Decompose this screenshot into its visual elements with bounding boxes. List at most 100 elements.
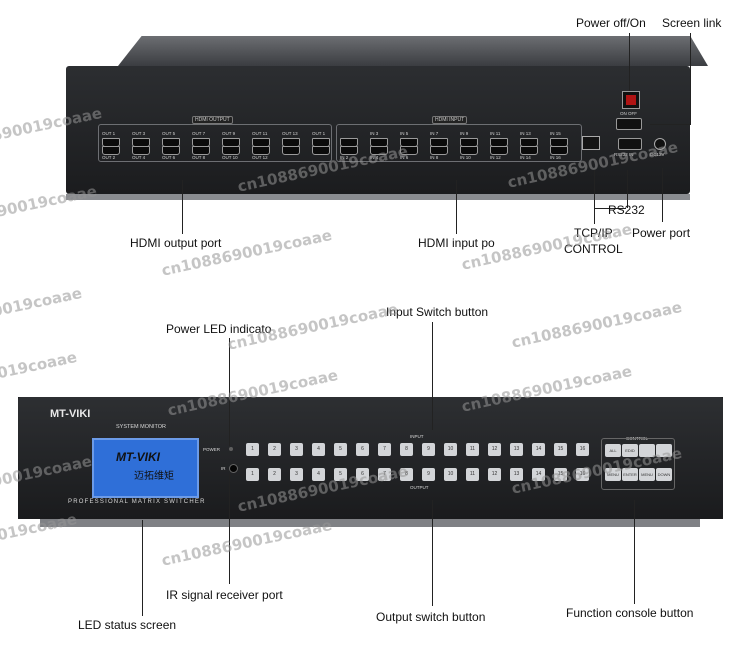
output-button[interactable]: 16 — [576, 468, 589, 481]
control-button[interactable] — [639, 444, 655, 457]
input-button[interactable]: 9 — [422, 443, 435, 456]
output-button[interactable]: 6 — [356, 468, 369, 481]
input-button[interactable]: 13 — [510, 443, 523, 456]
hdmi-output-port[interactable] — [102, 146, 120, 155]
hdmi-input-port[interactable] — [550, 146, 568, 155]
hdmi-output-label-bottom: OUT 12 — [252, 155, 268, 160]
control-button[interactable] — [656, 444, 672, 457]
hdmi-input-port-label: HDMI input po — [418, 236, 495, 250]
hdmi-output-label-top: OUT 3 — [132, 131, 146, 136]
output-button[interactable]: 10 — [444, 468, 457, 481]
hdmi-output-label-top: OUT 7 — [192, 131, 206, 136]
watermark: cn1088690019coaae — [0, 283, 84, 338]
control-button[interactable]: EDID — [622, 444, 638, 457]
watermark: cn1088690019coaae — [160, 225, 334, 280]
control-button[interactable]: ENTER — [622, 468, 638, 481]
tcp-ip-leader — [594, 168, 595, 224]
output-button[interactable]: 2 — [268, 468, 281, 481]
hdmi-input-port[interactable] — [340, 146, 358, 155]
matrix-subtitle: PROFESSIONAL MATRIX SWITCHER — [68, 499, 206, 505]
tcp-ip-port[interactable] — [582, 136, 600, 150]
hdmi-output-port[interactable] — [252, 146, 270, 155]
input-button[interactable]: 1 — [246, 443, 259, 456]
output-row-title: OUTPUT — [410, 485, 429, 490]
rs232-port[interactable] — [618, 138, 642, 150]
rear-chassis-top — [118, 36, 708, 66]
output-button[interactable]: 12 — [488, 468, 501, 481]
hdmi-output-port[interactable] — [192, 146, 210, 155]
on-off-label: ON OFF — [620, 111, 637, 116]
output-button[interactable]: 7 — [378, 468, 391, 481]
output-button[interactable]: 11 — [466, 468, 479, 481]
screen-link-leader — [690, 33, 691, 125]
hdmi-output-port-label: HDMI output port — [130, 236, 222, 250]
hdmi-input-label-bottom: IN 14 — [520, 155, 531, 160]
screen-link-port[interactable] — [616, 118, 642, 130]
power-jack[interactable] — [654, 138, 666, 150]
hdmi-input-port[interactable] — [520, 146, 538, 155]
power-led-label: Power LED indicato — [166, 322, 272, 336]
lcd-leader — [142, 520, 143, 616]
output-button[interactable]: 4 — [312, 468, 325, 481]
hdmi-output-port[interactable] — [312, 146, 330, 155]
rs232-leader — [594, 208, 626, 209]
hdmi-input-port[interactable] — [490, 146, 508, 155]
input-button[interactable]: 14 — [532, 443, 545, 456]
control-button[interactable]: DOWN — [656, 468, 672, 481]
hdmi-input-port[interactable] — [370, 146, 388, 155]
power-switch[interactable] — [622, 91, 640, 109]
output-button[interactable]: 8 — [400, 468, 413, 481]
hdmi-input-label-top: IN 9 — [460, 131, 469, 136]
output-button[interactable]: 5 — [334, 468, 347, 481]
hdmi-output-port[interactable] — [222, 146, 240, 155]
hdmi-output-port[interactable] — [132, 146, 150, 155]
watermark: cn1088690019coaae — [0, 509, 79, 564]
hdmi-input-port[interactable] — [400, 146, 418, 155]
control-button[interactable]: ALL — [605, 444, 621, 457]
input-button[interactable]: 8 — [400, 443, 413, 456]
input-button[interactable]: 7 — [378, 443, 391, 456]
hdmi-input-port[interactable] — [430, 146, 448, 155]
input-button[interactable]: 12 — [488, 443, 501, 456]
input-button[interactable]: 4 — [312, 443, 325, 456]
hdmi-output-port[interactable] — [162, 146, 180, 155]
hdmi-output-label-bottom: OUT 10 — [222, 155, 238, 160]
input-button[interactable]: 3 — [290, 443, 303, 456]
output-button[interactable]: 13 — [510, 468, 523, 481]
hdmi-input-label-bottom: IN 2 — [340, 155, 349, 160]
function-console-label: Function console button — [566, 606, 694, 620]
input-button[interactable]: 6 — [356, 443, 369, 456]
rs232-label: RS232 — [608, 203, 645, 217]
output-button[interactable]: 3 — [290, 468, 303, 481]
output-button[interactable]: 9 — [422, 468, 435, 481]
output-button[interactable]: 15 — [554, 468, 567, 481]
watermark: cn1088690019coaae — [0, 181, 99, 236]
rear-chassis-foot — [66, 194, 690, 200]
hdmi-output-port[interactable] — [282, 146, 300, 155]
control-button[interactable]: MENU — [639, 468, 655, 481]
control-button[interactable]: MENU — [605, 468, 621, 481]
input-button[interactable]: 5 — [334, 443, 347, 456]
input-switch-leader — [432, 322, 433, 430]
hdmi-output-label-top: OUT 5 — [162, 131, 176, 136]
system-monitor-text: SYSTEM MONITOR — [116, 424, 167, 430]
rs232-in-label: RS232 IN — [614, 152, 634, 157]
input-button[interactable]: 16 — [576, 443, 589, 456]
power-led — [229, 447, 233, 451]
hdmi-output-group — [98, 124, 332, 162]
hdmi-input-label-bottom: IN 16 — [550, 155, 561, 160]
hdmi-input-label-top: IN 15 — [550, 131, 561, 136]
power-led-text: POWER — [203, 447, 221, 452]
ir-leader — [229, 474, 230, 584]
hdmi-input-label-bottom: IN 8 — [430, 155, 439, 160]
hdmi-input-label-top: IN 3 — [370, 131, 379, 136]
dc12v-label: DC12V — [650, 152, 665, 157]
function-console-leader — [634, 500, 635, 604]
hdmi-input-port[interactable] — [460, 146, 478, 155]
input-button[interactable]: 10 — [444, 443, 457, 456]
output-button[interactable]: 14 — [532, 468, 545, 481]
output-button[interactable]: 1 — [246, 468, 259, 481]
input-button[interactable]: 11 — [466, 443, 479, 456]
input-button[interactable]: 2 — [268, 443, 281, 456]
input-button[interactable]: 15 — [554, 443, 567, 456]
